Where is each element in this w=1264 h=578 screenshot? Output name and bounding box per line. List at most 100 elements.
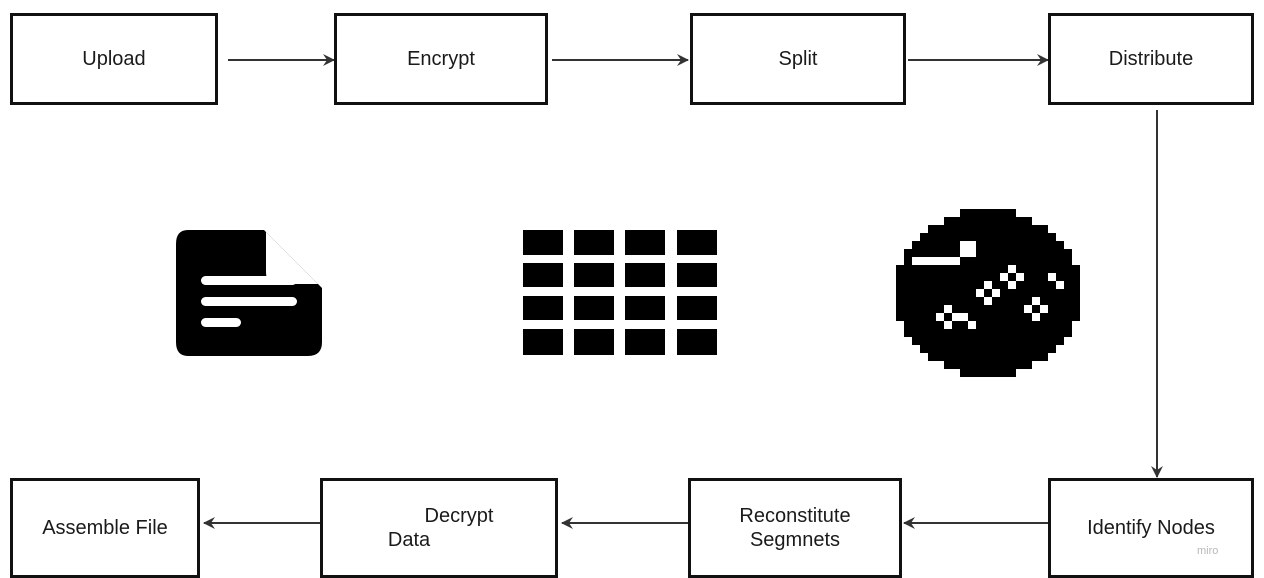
blob-pixel (960, 209, 968, 217)
blob-pixel (912, 329, 920, 337)
blob-pixel (1008, 369, 1016, 377)
blob-pixel (944, 337, 952, 345)
identify-nodes-label: Identify Nodes (1087, 516, 1215, 539)
blob-pixel (976, 337, 984, 345)
blob-pixel (912, 273, 920, 281)
blob-pixel (896, 265, 904, 273)
blob-pixel (1000, 305, 1008, 313)
blob-pixel (1040, 233, 1048, 241)
blob-pixel (912, 289, 920, 297)
blob-pixel (1000, 249, 1008, 257)
blob-pixel (1048, 257, 1056, 265)
blob-pixel (984, 257, 992, 265)
blob-pixel (1016, 281, 1024, 289)
blob-pixel (976, 281, 984, 289)
blob-pixel (936, 345, 944, 353)
blob-pixel (984, 217, 992, 225)
blob-pixel (960, 305, 968, 313)
blob-pixel (912, 249, 920, 257)
blob-pixel (1024, 225, 1032, 233)
blob-pixel (1016, 305, 1024, 313)
blob-pixel (1040, 289, 1048, 297)
blob-pixel (1056, 297, 1064, 305)
blob-pixel (976, 209, 984, 217)
blob-pixel (1008, 305, 1016, 313)
blob-pixel (992, 281, 1000, 289)
blob-pixel (968, 345, 976, 353)
blob-pixel (976, 297, 984, 305)
blob-pixel (1048, 321, 1056, 329)
blob-pixel (912, 281, 920, 289)
blob-pixel (1024, 241, 1032, 249)
blob-pixel (1024, 345, 1032, 353)
blob-pixel (1016, 257, 1024, 265)
blob-pixel (1016, 241, 1024, 249)
blob-pixel (952, 337, 960, 345)
blob-pixel (976, 345, 984, 353)
blob-pixel (896, 273, 904, 281)
blob-pixel (992, 241, 1000, 249)
grid-blocks-icon (523, 230, 717, 355)
blob-pixel (976, 321, 984, 329)
blob-pixel (1056, 289, 1064, 297)
blob-pixel (912, 321, 920, 329)
blob-pixel (1064, 297, 1072, 305)
blob-pixel (1024, 281, 1032, 289)
blob-pixel (1016, 249, 1024, 257)
blob-pixel (1072, 265, 1080, 273)
blob-pixel (1008, 361, 1016, 369)
blob-pixel (928, 233, 936, 241)
blob-pixel (992, 225, 1000, 233)
blob-pixel (912, 337, 920, 345)
blob-pixel (920, 313, 928, 321)
blob-pixel (904, 289, 912, 297)
blob-pixel (896, 289, 904, 297)
blob-pixel (968, 233, 976, 241)
reconstitute-segments-step: Reconstitute Segmnets (688, 478, 902, 578)
blob-pixel (928, 305, 936, 313)
blob-pixel (1032, 337, 1040, 345)
encrypted-blob-icon (896, 209, 1080, 377)
blob-pixel (944, 345, 952, 353)
blob-pixel (968, 329, 976, 337)
blob-pixel (992, 353, 1000, 361)
blob-pixel (1064, 329, 1072, 337)
blob-pixel (1056, 257, 1064, 265)
blob-pixel (952, 361, 960, 369)
blob-pixel (904, 281, 912, 289)
blob-pixel (976, 369, 984, 377)
blob-pixel (976, 305, 984, 313)
blob-pixel (1008, 225, 1016, 233)
blob-pixel (1008, 209, 1016, 217)
blob-pixel (1032, 321, 1040, 329)
blob-pixel (936, 321, 944, 329)
blob-pixel (984, 337, 992, 345)
decrypt-label-line1: Decrypt (424, 505, 494, 527)
blob-pixel (968, 353, 976, 361)
blob-pixel (976, 257, 984, 265)
blob-pixel (1032, 353, 1040, 361)
blob-pixel (1056, 241, 1064, 249)
blob-pixel (984, 265, 992, 273)
blob-pixel (1040, 273, 1048, 281)
blob-pixel (1008, 257, 1016, 265)
blob-pixel (984, 249, 992, 257)
blob-pixel (936, 249, 944, 257)
blob-pixel (920, 305, 928, 313)
blob-pixel (1056, 249, 1064, 257)
blob-pixel (968, 369, 976, 377)
blob-pixel (1016, 345, 1024, 353)
blob-pixel (952, 281, 960, 289)
upload-label: Upload (82, 47, 146, 70)
blob-pixel (1016, 265, 1024, 273)
blob-pixel (936, 329, 944, 337)
blob-pixel (936, 281, 944, 289)
blob-pixel (944, 225, 952, 233)
blob-pixel (936, 273, 944, 281)
blob-pixel (984, 289, 992, 297)
blob-pixel (928, 289, 936, 297)
blob-pixel (904, 257, 912, 265)
blob-pixel (1000, 233, 1008, 241)
blob-pixel (920, 329, 928, 337)
